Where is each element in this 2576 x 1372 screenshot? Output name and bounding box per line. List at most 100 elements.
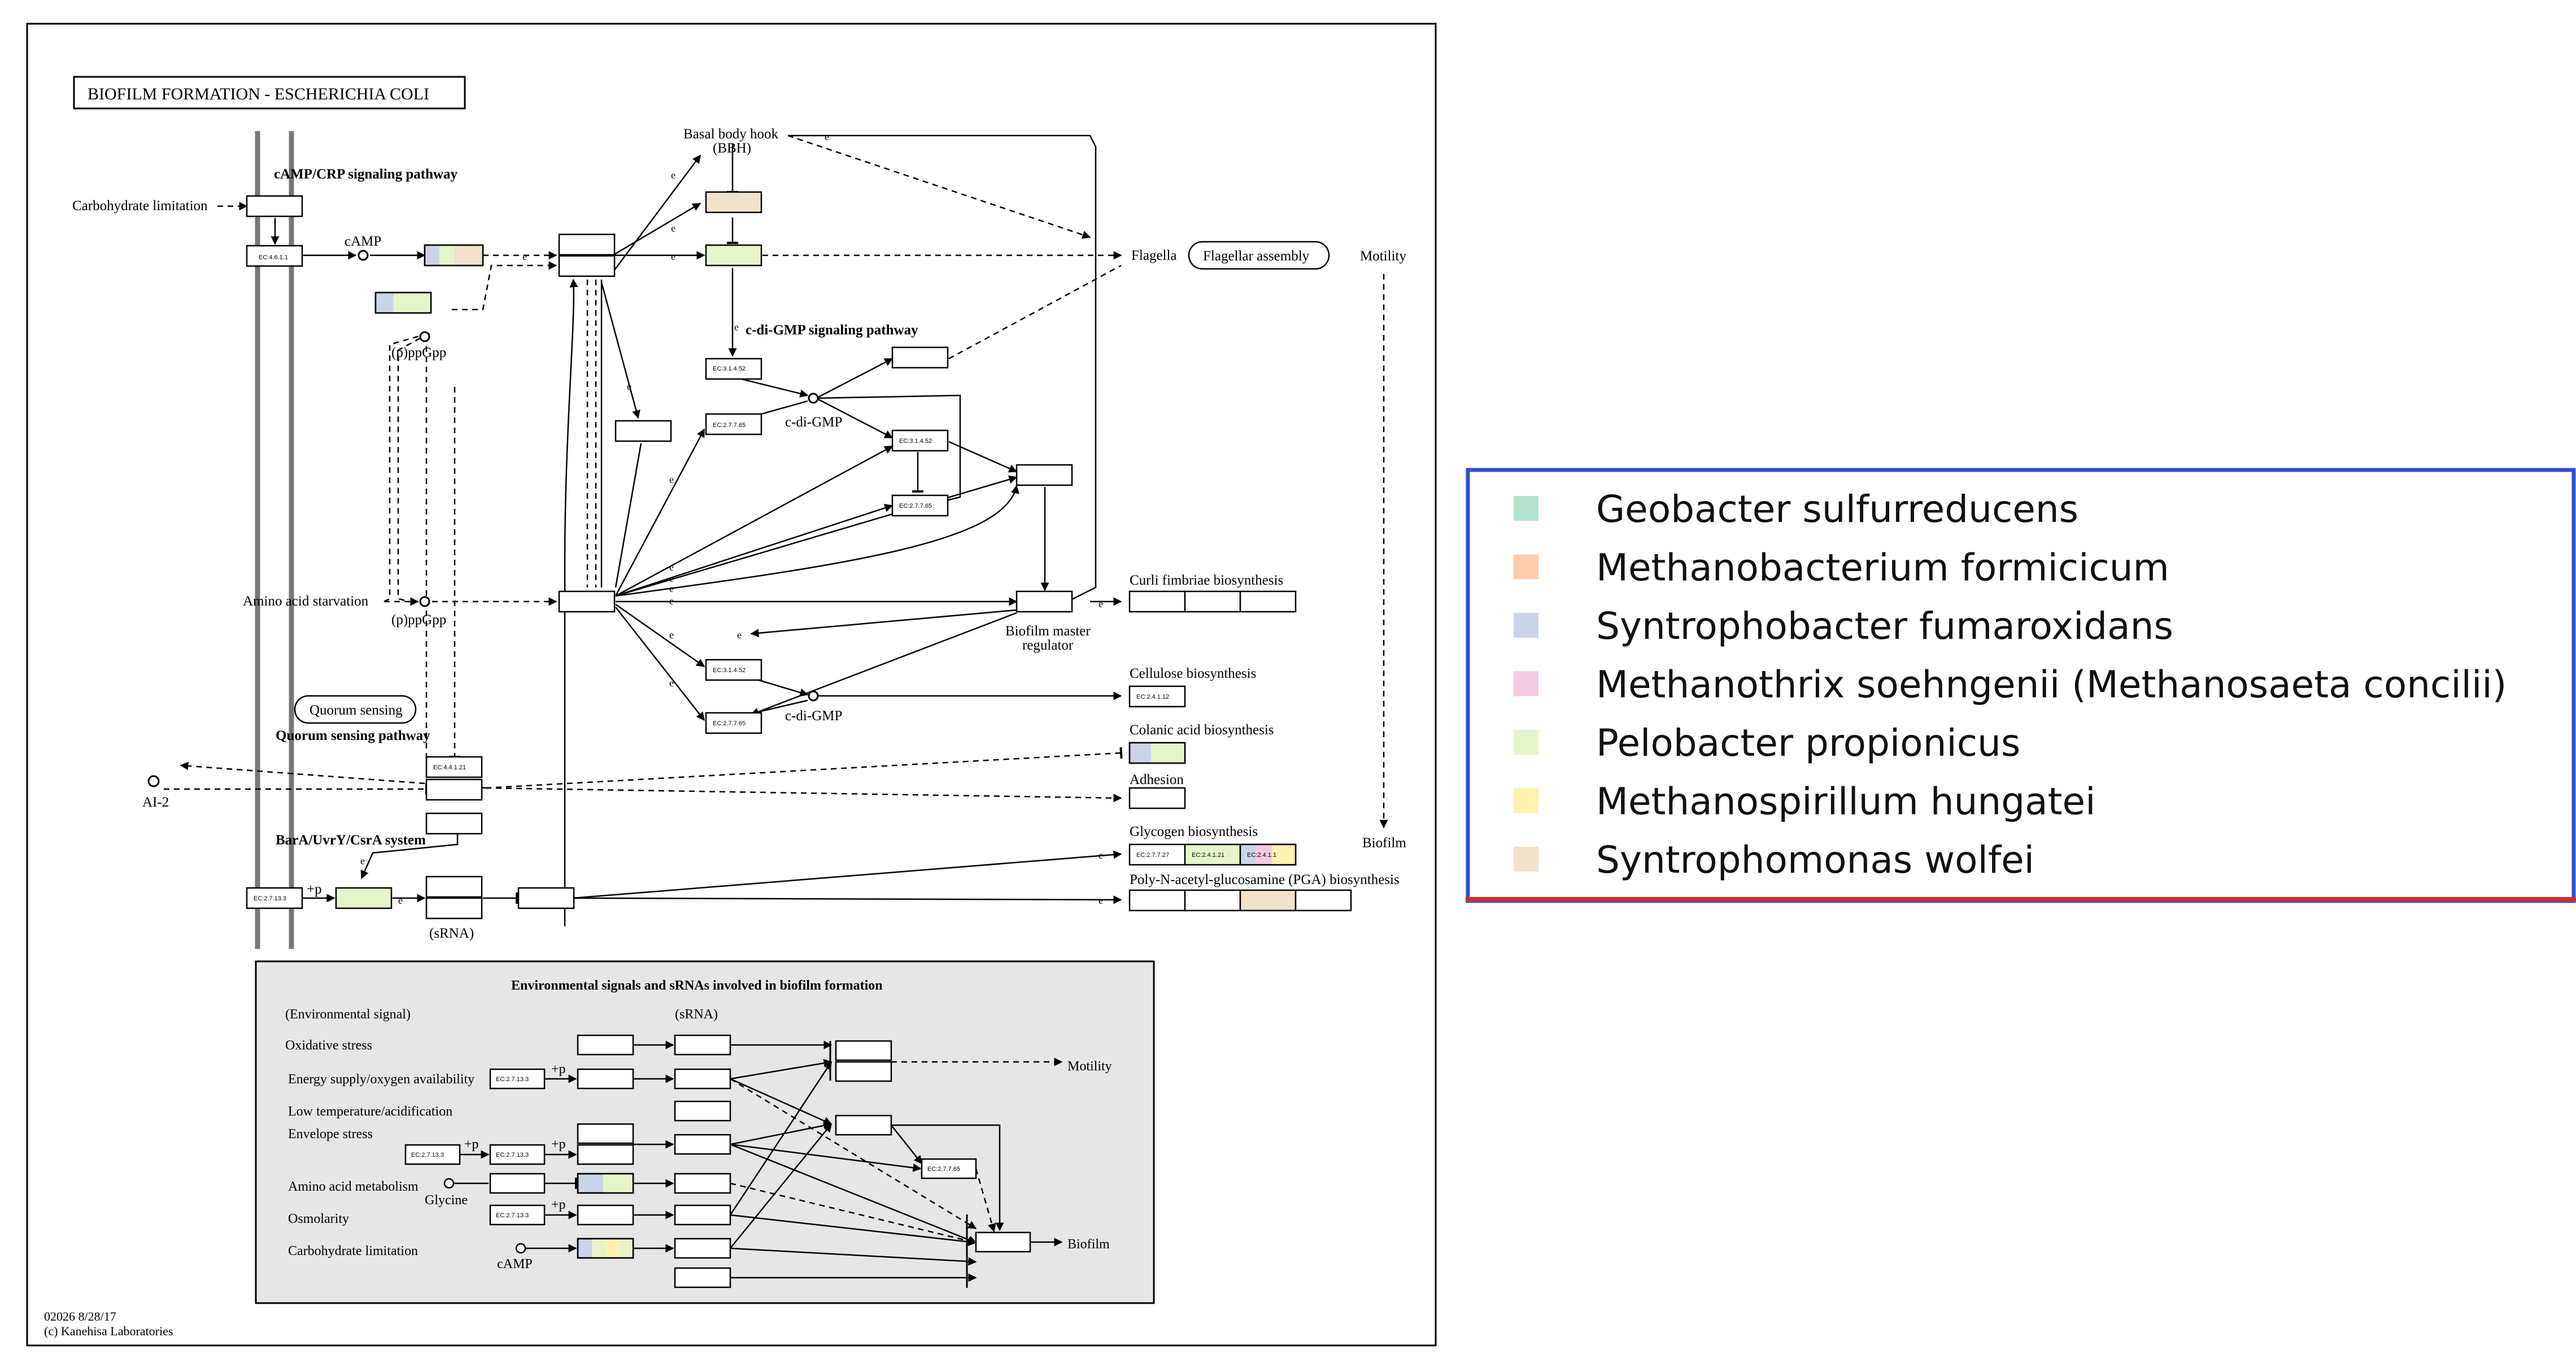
- gene-box[interactable]: [246, 245, 303, 267]
- inset-box[interactable]: [835, 1061, 892, 1082]
- camp-node[interactable]: [358, 250, 369, 261]
- ai2-node[interactable]: [147, 775, 160, 787]
- inset-box[interactable]: [835, 1040, 892, 1061]
- ec-label: EC:3.1.4.52: [713, 667, 746, 674]
- inset-box[interactable]: [489, 1173, 546, 1194]
- inset-row: Carbohydrate limitation: [288, 1244, 418, 1258]
- gene-box[interactable]: [335, 887, 393, 909]
- curli-label: Curli fimbriae biosynthesis: [1130, 573, 1283, 588]
- inset-box[interactable]: [489, 1204, 546, 1226]
- inset-box[interactable]: [674, 1100, 731, 1122]
- glycogen-label: Glycogen biosynthesis: [1130, 824, 1258, 839]
- ec-label: EC:2.4.1.21: [1192, 852, 1224, 859]
- svg-text:e: e: [360, 855, 365, 866]
- inset-box[interactable]: [674, 1068, 731, 1090]
- legend-swatch: [1514, 554, 1538, 580]
- inset-box[interactable]: [674, 1267, 731, 1288]
- inset-box[interactable]: [577, 1068, 634, 1090]
- gene-box[interactable]: [425, 778, 483, 801]
- inset-box[interactable]: [674, 1034, 731, 1056]
- ppgpp-label: (p)ppGpp: [391, 612, 446, 628]
- gene-box[interactable]: [705, 244, 762, 267]
- gene-box[interactable]: [1184, 889, 1241, 912]
- gene-box[interactable]: [425, 897, 483, 920]
- inset-box[interactable]: [674, 1173, 731, 1194]
- gene-box[interactable]: [425, 756, 483, 778]
- gene-box[interactable]: [517, 887, 575, 909]
- gene-box[interactable]: [705, 191, 762, 214]
- gene-box[interactable]: [558, 590, 616, 613]
- gene-box[interactable]: [558, 255, 616, 277]
- legend-items: Geobacter sulfurreducensMethanobacterium…: [1514, 487, 2507, 882]
- gene-box[interactable]: [1128, 889, 1186, 912]
- pathway-labels: cAMP/CRP signaling pathway Carbohydrate …: [72, 127, 1406, 941]
- phospho-label: +p: [551, 1137, 566, 1152]
- svg-text:e: e: [671, 169, 675, 181]
- gene-box[interactable]: [891, 429, 949, 452]
- gene-box[interactable]: [891, 494, 949, 517]
- gene-box[interactable]: [1294, 889, 1352, 912]
- gene-box[interactable]: [705, 659, 762, 681]
- gene-box[interactable]: [891, 346, 949, 369]
- gene-box[interactable]: [705, 358, 762, 380]
- color-segment: [620, 1239, 633, 1258]
- inset-row: Oxidative stress: [285, 1038, 372, 1053]
- gene-box[interactable]: [1239, 889, 1297, 912]
- inset-box[interactable]: [674, 1134, 731, 1155]
- map-title[interactable]: BIOFILM FORMATION - ESCHERICHIA COLI: [73, 76, 466, 110]
- legend-swatch: [1514, 613, 1538, 638]
- inset-col-srna: (sRNA): [675, 1007, 718, 1022]
- inset-box[interactable]: [674, 1204, 731, 1226]
- inset-box[interactable]: [674, 1238, 731, 1259]
- svg-text:e: e: [1099, 598, 1103, 609]
- legend-label: Methanobacterium formicicum: [1596, 546, 2169, 590]
- gene-box[interactable]: [1128, 685, 1186, 708]
- gene-box[interactable]: [558, 233, 616, 256]
- gene-box[interactable]: [425, 812, 483, 835]
- legend-entry: Geobacter sulfurreducens: [1514, 487, 2078, 531]
- gene-box[interactable]: [246, 887, 303, 909]
- gene-box[interactable]: [614, 420, 672, 442]
- gene-box[interactable]: [1239, 590, 1297, 613]
- inset-box[interactable]: [577, 1034, 634, 1056]
- inset-box[interactable]: [577, 1204, 634, 1226]
- gene-box[interactable]: [705, 712, 762, 734]
- inset-box[interactable]: [975, 1231, 1031, 1253]
- gene-box[interactable]: [1128, 590, 1186, 613]
- master-regulator-label: Biofilm master: [1005, 624, 1091, 639]
- cdigmp-node[interactable]: [808, 690, 819, 702]
- inset-row: Amino acid metabolism: [288, 1179, 419, 1194]
- gene-box[interactable]: [1128, 843, 1186, 866]
- inset-box[interactable]: [577, 1144, 634, 1165]
- flagellar-assembly-link[interactable]: [1188, 241, 1330, 270]
- ec-label: EC:2.7.13.3: [254, 895, 286, 902]
- ppgpp-node[interactable]: [419, 596, 430, 607]
- gene-box[interactable]: [425, 876, 483, 898]
- color-segment: [1130, 743, 1151, 763]
- flagellar-assembly-label: Flagellar assembly: [1203, 249, 1310, 264]
- gene-box[interactable]: [1015, 464, 1073, 486]
- expression-markers: e e e e e e e e e e e e e e e e e e e e: [360, 131, 1103, 906]
- ppgpp-node[interactable]: [419, 331, 430, 342]
- gene-box[interactable]: [1128, 787, 1186, 809]
- cdigmp-node[interactable]: [808, 393, 819, 404]
- legend-swatch: [1514, 496, 1538, 521]
- gene-box[interactable]: [1184, 590, 1241, 613]
- inset-box[interactable]: [835, 1114, 892, 1136]
- svg-text:e: e: [669, 677, 674, 689]
- gene-boxes: [246, 191, 1352, 920]
- ec-label: EC:2.7.13.3: [496, 1152, 529, 1158]
- gene-box[interactable]: [246, 195, 303, 217]
- svg-text:e: e: [627, 381, 631, 392]
- inset-box[interactable]: [577, 1123, 634, 1144]
- gene-box[interactable]: [705, 413, 762, 435]
- ec-label: EC:2.7.13.3: [496, 1212, 529, 1219]
- quorum-sensing-link[interactable]: [294, 695, 417, 724]
- flagella-label: Flagella: [1131, 248, 1177, 263]
- gene-box[interactable]: [1015, 590, 1073, 613]
- ec-label: EC:2.7.13.3: [411, 1152, 444, 1158]
- inset-row: Low temperature/acidification: [288, 1104, 452, 1119]
- color-segment: [376, 293, 394, 313]
- map-links: [294, 241, 1330, 724]
